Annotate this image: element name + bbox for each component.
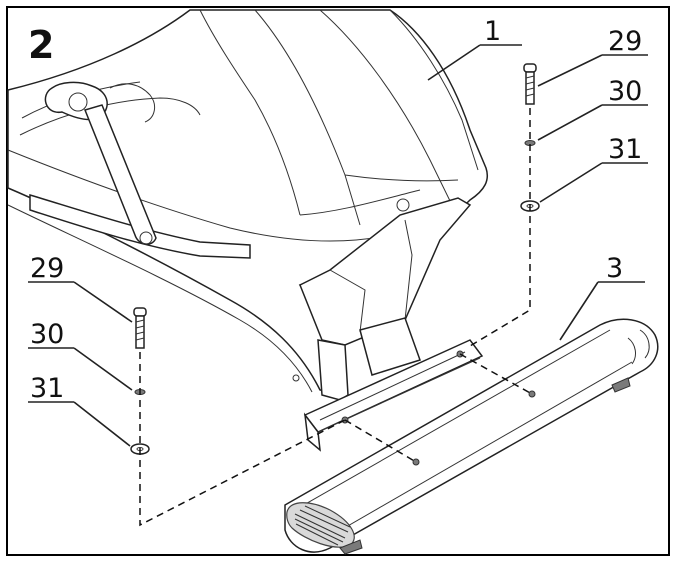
leader-washer-left (28, 347, 133, 391)
alignment-line-hole-right (459, 353, 533, 395)
fastener-stack-right (469, 63, 540, 347)
callout-curved-washer-right: 31 (608, 134, 642, 165)
step-number: 2 (28, 23, 54, 67)
end-cap (286, 502, 355, 548)
callout-washer-right: 30 (608, 76, 642, 107)
callout-bolt-right: 29 (608, 26, 642, 57)
frame-part (7, 9, 489, 396)
bolt-right (523, 63, 537, 105)
leader-washer-right (537, 104, 648, 141)
fastener-stack-left (130, 307, 346, 527)
crank-arm (44, 81, 157, 245)
alignment-line-hole-left (344, 419, 417, 463)
callout-washer-left: 30 (30, 319, 64, 350)
leader-stabilizer (559, 281, 645, 341)
rear-stabilizer (284, 318, 659, 555)
leader-curved-washer-left (28, 401, 131, 447)
alignment-line-left (139, 352, 346, 527)
alignment-line-right (469, 108, 531, 347)
leader-frame (427, 44, 522, 81)
callout-curved-washer-left: 31 (30, 373, 64, 404)
bolt-left (133, 307, 147, 349)
bracket-plate (303, 339, 484, 452)
leader-bolt-left (28, 281, 133, 323)
leader-curved-washer-right (539, 162, 648, 203)
callout-bolt-left: 29 (30, 253, 64, 284)
callout-frame: 1 (484, 16, 501, 47)
callout-stabilizer: 3 (606, 253, 623, 284)
mast (299, 197, 472, 401)
leader-bolt-right (537, 54, 648, 87)
